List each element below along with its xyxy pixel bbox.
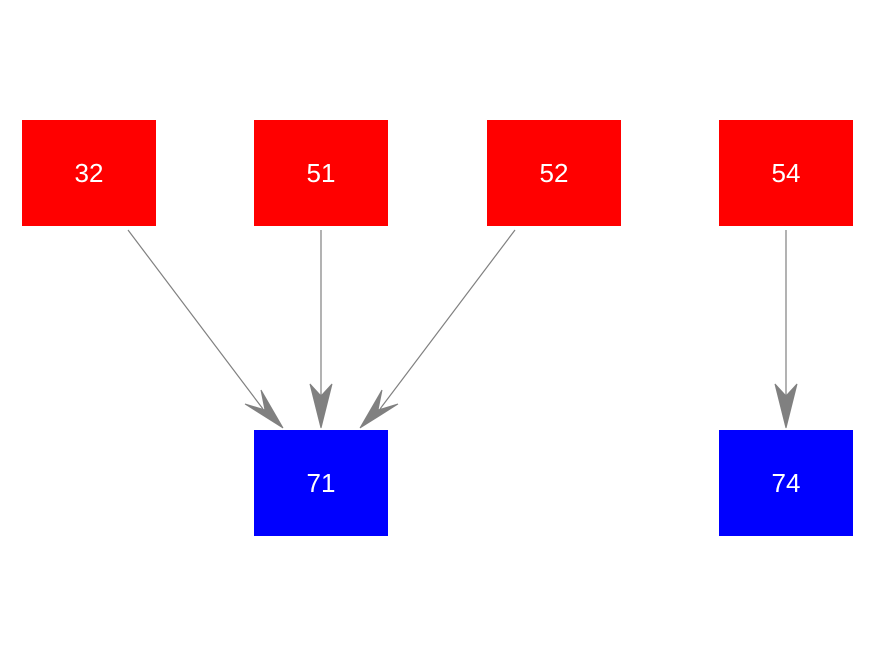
node-label: 54 bbox=[771, 157, 801, 188]
node-32[interactable]: 32 bbox=[22, 120, 156, 226]
node-71[interactable]: 71 bbox=[254, 430, 388, 536]
edge-51-71 bbox=[309, 230, 333, 429]
edge-line-52-71 bbox=[379, 229, 516, 410]
arrowhead-icon bbox=[244, 389, 284, 429]
node-74[interactable]: 74 bbox=[719, 430, 853, 536]
edge-line-32-71 bbox=[127, 229, 264, 410]
node-label: 71 bbox=[306, 467, 336, 498]
edge-52-71 bbox=[359, 229, 516, 429]
arrowhead-icon bbox=[309, 383, 333, 429]
edge-54-74 bbox=[774, 230, 798, 429]
arrowhead-icon bbox=[774, 383, 798, 429]
edge-32-71 bbox=[127, 229, 284, 429]
node-54[interactable]: 54 bbox=[719, 120, 853, 226]
arrowhead-icon bbox=[359, 389, 399, 429]
node-label: 74 bbox=[771, 467, 801, 498]
node-label: 32 bbox=[74, 157, 104, 188]
node-label: 51 bbox=[306, 157, 336, 188]
node-52[interactable]: 52 bbox=[487, 120, 621, 226]
node-label: 52 bbox=[539, 157, 569, 188]
node-51[interactable]: 51 bbox=[254, 120, 388, 226]
